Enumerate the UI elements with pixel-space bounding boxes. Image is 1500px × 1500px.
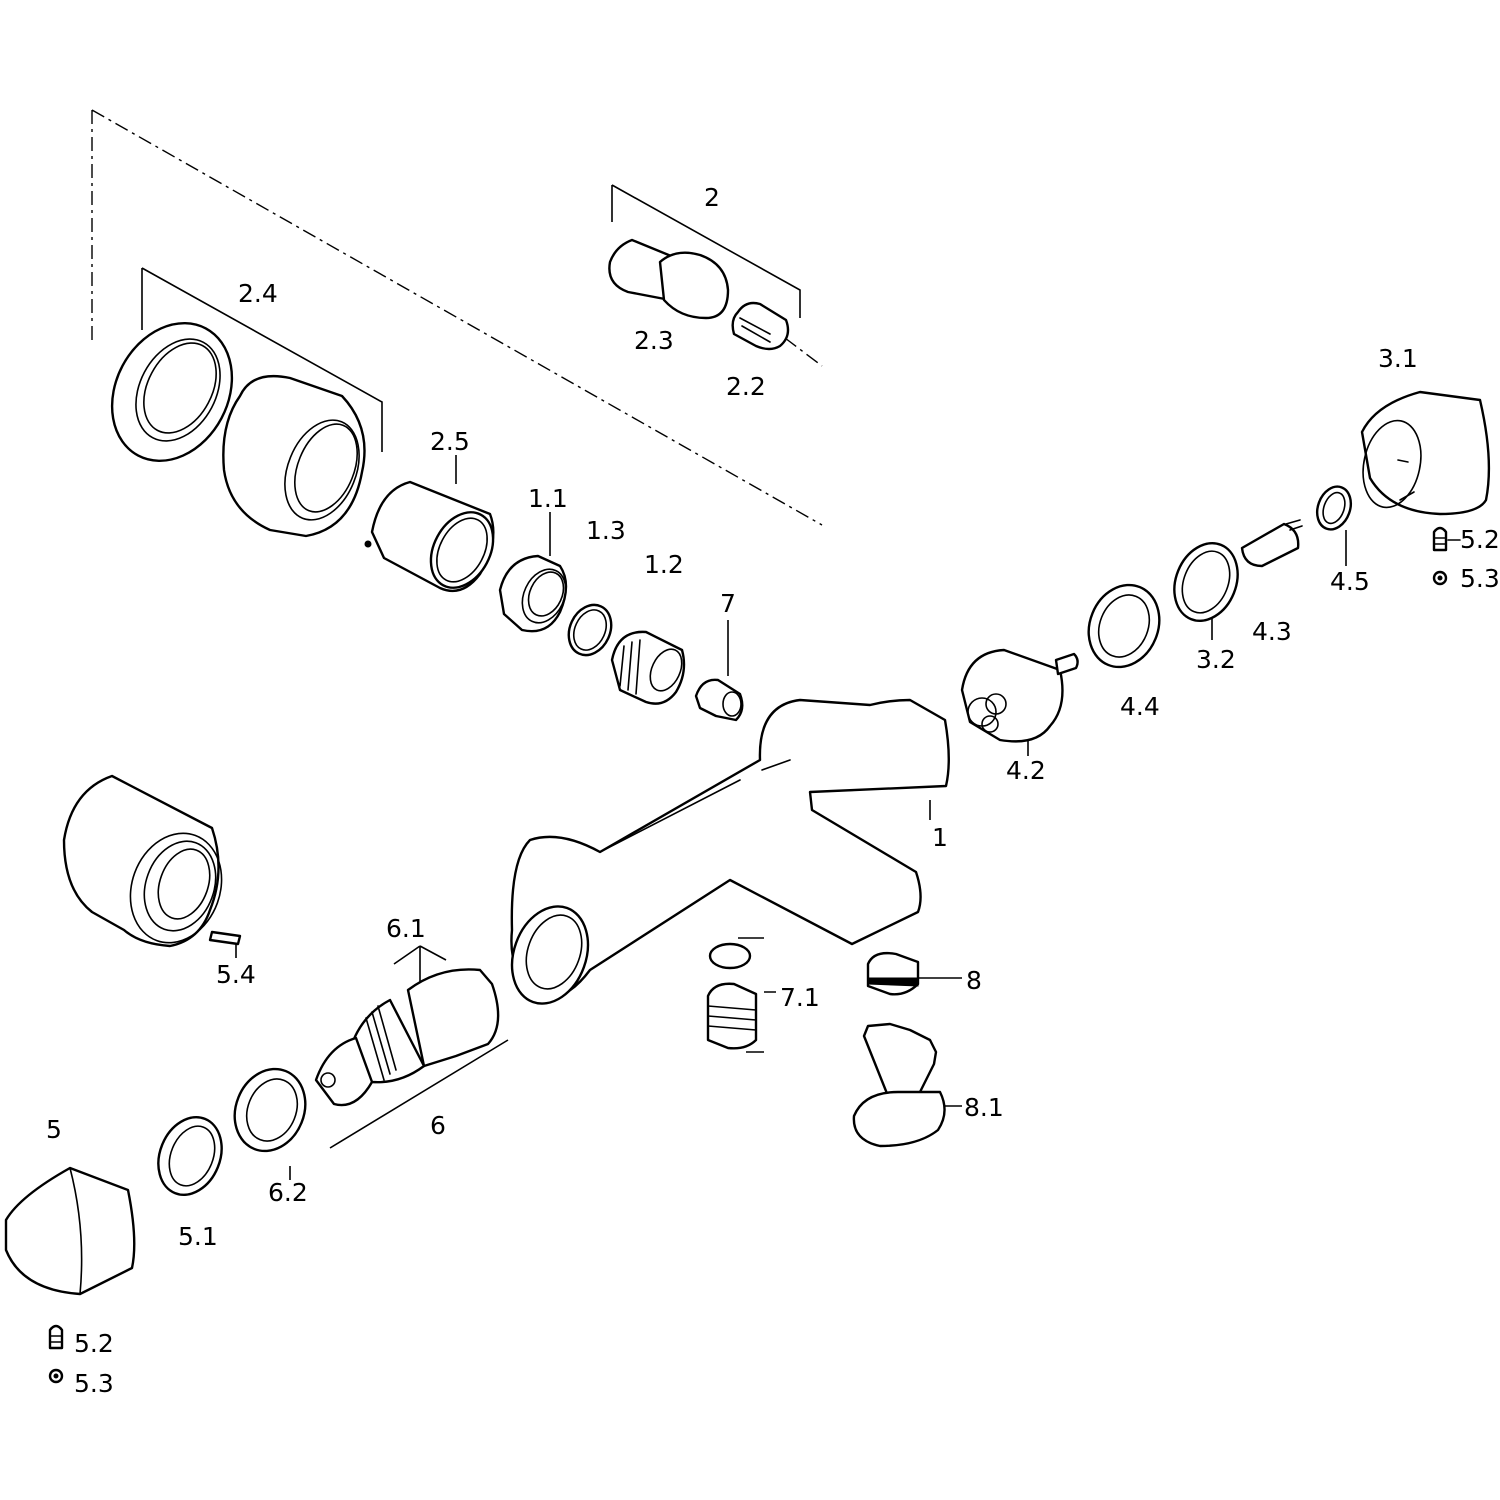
part-8-adapter: [866, 951, 962, 996]
part-4-2-ceramic-cartridge: [960, 648, 1079, 756]
part-5-2-screw-right: [1432, 526, 1461, 552]
part-5-1-ring: [157, 1116, 223, 1196]
label-2-2: 2.2: [726, 372, 766, 401]
label-2-4: 2.4: [238, 279, 278, 308]
part-7-insert: [694, 620, 744, 722]
label-1-3: 1.3: [586, 516, 626, 545]
label-1-2: 1.2: [644, 550, 684, 579]
label-5-2-right: 5.2: [1460, 525, 1500, 554]
callout-labels: 1 1.1 1.2 1.3 2 2.2 2.3 2.4 2.5 3.1 3.2 …: [46, 183, 1500, 1398]
label-5: 5: [46, 1115, 62, 1144]
part-5-3-nut-left: [48, 1368, 64, 1384]
label-6: 6: [430, 1111, 446, 1140]
part-4-5-washer: [1315, 485, 1353, 566]
part-7-1-check-valve-set: [706, 937, 776, 1053]
label-5-3-left: 5.3: [74, 1369, 114, 1398]
label-2: 2: [704, 183, 720, 212]
label-2-5: 2.5: [430, 427, 470, 456]
part-5-2-screw-left: [48, 1324, 64, 1350]
part-3-2-ring: [1173, 542, 1239, 640]
part-5-3-nut-right: [1432, 570, 1448, 586]
label-6-2: 6.2: [268, 1178, 308, 1207]
part-6-2-nut: [233, 1067, 307, 1180]
assembly-axis-line: [91, 109, 823, 526]
part-2-4-trim-rings: [110, 267, 383, 538]
label-1: 1: [932, 823, 948, 852]
label-4-2: 4.2: [1006, 756, 1046, 785]
part-5-4-large-knob: [62, 774, 242, 958]
label-3-2: 3.2: [1196, 645, 1236, 674]
label-4-5: 4.5: [1330, 567, 1370, 596]
part-1-3-ring: [567, 603, 613, 657]
label-7: 7: [720, 589, 736, 618]
part-2-5-sleeve: [364, 455, 495, 593]
part-6-thermostatic-cartridge: [314, 945, 509, 1149]
label-5-1: 5.1: [178, 1222, 218, 1251]
label-4-3: 4.3: [1252, 617, 1292, 646]
label-3-1: 3.1: [1378, 344, 1418, 373]
part-4-4-nut: [1087, 583, 1161, 669]
part-1-valve-body: [510, 698, 950, 1005]
part-5-handle-knob: [4, 1166, 136, 1296]
label-7-1: 7.1: [780, 983, 820, 1012]
label-4-4: 4.4: [1120, 692, 1160, 721]
label-8: 8: [966, 966, 982, 995]
axis-line-2: [784, 337, 823, 367]
label-6-1: 6.1: [386, 914, 426, 943]
label-1-1: 1.1: [528, 484, 568, 513]
label-8-1: 8.1: [964, 1093, 1004, 1122]
label-5-3-right: 5.3: [1460, 564, 1500, 593]
part-4-3-spindle: [1240, 519, 1303, 568]
label-2-3: 2.3: [634, 326, 674, 355]
part-8-1-key-tool: [852, 1022, 962, 1148]
label-5-4: 5.4: [216, 960, 256, 989]
part-3-1-handle-knob: [1360, 390, 1491, 516]
part-2-handle-stem: [608, 184, 801, 351]
label-5-2-left: 5.2: [74, 1329, 114, 1358]
part-1-1-nut: [498, 512, 568, 633]
part-1-2-check-valve: [610, 630, 686, 705]
